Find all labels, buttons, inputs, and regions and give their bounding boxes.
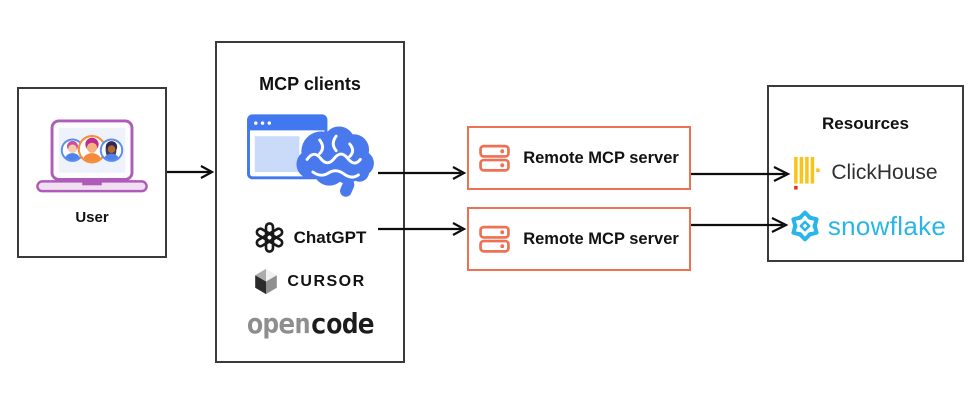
server-stack-icon	[479, 225, 510, 253]
mcp-client-chatgpt: ChatGPT	[254, 222, 367, 253]
chatgpt-label: ChatGPT	[293, 227, 367, 247]
clickhouse-label: ClickHouse	[831, 161, 938, 184]
mcp-clients-box: MCP clients	[215, 41, 405, 363]
remote-mcp-server-box-1: Remote MCP server	[467, 126, 691, 190]
clickhouse-icon	[794, 156, 821, 190]
arrow-user-to-clients	[167, 165, 215, 179]
snowflake-label: snowflake	[827, 210, 947, 241]
snowflake-icon	[791, 210, 819, 242]
laptop-users-icon	[36, 119, 148, 193]
resources-box: Resources ClickHouse	[767, 85, 964, 262]
cursor-cube-icon	[255, 268, 278, 295]
mcp-client-cursor: CURSOR	[254, 268, 365, 295]
cursor-label: CURSOR	[287, 272, 366, 290]
opencode-open-text: open	[246, 307, 311, 340]
resources-title: Resources	[822, 114, 909, 133]
opencode-code-text: code	[310, 307, 374, 340]
mcp-clients-title: MCP clients	[259, 74, 361, 94]
server-stack-icon	[479, 144, 510, 172]
openai-icon	[255, 222, 284, 253]
opencode-logo: opencode	[246, 307, 375, 340]
remote-mcp-server-label: Remote MCP server	[523, 148, 679, 167]
resource-clickhouse: ClickHouse	[793, 156, 938, 190]
user-label: User	[75, 209, 109, 226]
browser-brain-icon	[245, 111, 375, 208]
resource-snowflake: snowflake	[785, 206, 946, 246]
remote-mcp-server-box-2: Remote MCP server	[467, 207, 691, 271]
remote-mcp-server-label: Remote MCP server	[523, 229, 679, 248]
user-box: User	[17, 87, 167, 258]
